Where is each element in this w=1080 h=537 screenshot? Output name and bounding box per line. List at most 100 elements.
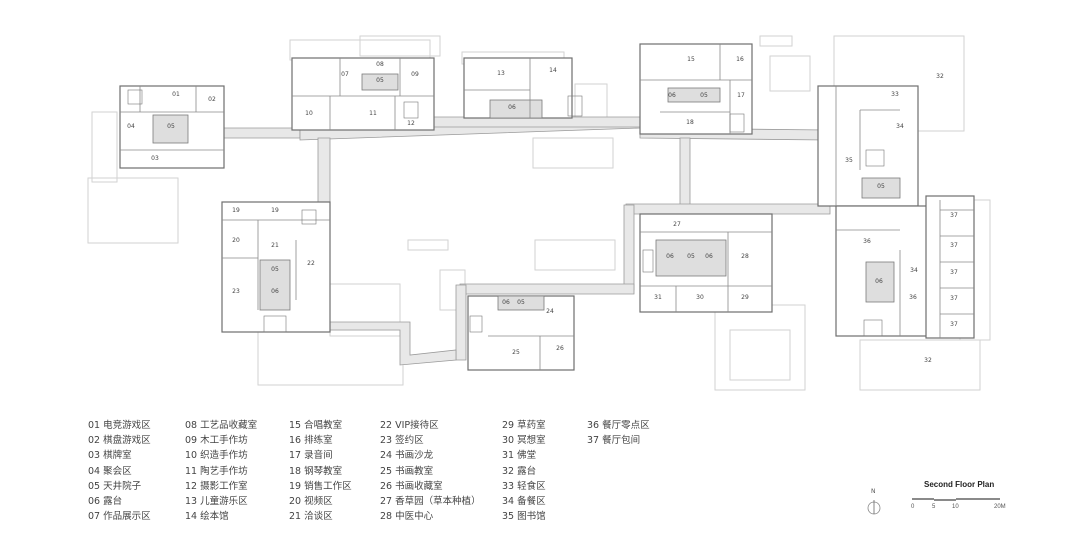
room-label: 30 <box>696 294 704 301</box>
room-label: 05 <box>376 77 384 84</box>
legend-item: 16 排练室 <box>289 435 333 447</box>
room-label: 13 <box>497 70 505 77</box>
room-label: 28 <box>741 253 749 260</box>
room-label: 23 <box>232 288 240 295</box>
room-label: 37 <box>950 242 958 249</box>
legend-item: 24 书画沙龙 <box>380 450 434 462</box>
room-label: 34 <box>910 267 918 274</box>
room-label: 05 <box>167 123 175 130</box>
legend-item: 20 视频区 <box>289 496 333 508</box>
legend-item: 30 冥想室 <box>502 435 546 447</box>
room-label: 11 <box>369 110 377 117</box>
legend-column-5: 29 草药室 30 冥想室 31 佛堂 32 露台 33 轻食区 34 备餐区 … <box>502 418 546 524</box>
room-label: 19 <box>232 207 240 214</box>
room-label: 05 <box>700 92 708 99</box>
legend-item: 13 儿童游乐区 <box>185 496 248 508</box>
legend-item: 04 聚会区 <box>88 465 132 477</box>
legend-item: 29 草药室 <box>502 420 546 431</box>
north-arrow-icon <box>867 500 881 515</box>
room-label: 29 <box>741 294 749 301</box>
legend-item: 36 餐厅零点区 <box>587 420 650 431</box>
legend-item: 11 陶艺手作坊 <box>185 465 248 477</box>
legend-item: 08 工艺品收藏室 <box>185 420 258 431</box>
room-label: 20 <box>232 237 240 244</box>
room-label: 07 <box>341 71 349 78</box>
room-label: 06 <box>271 288 279 295</box>
scale-tick: 20M <box>994 504 1006 510</box>
scale-bar <box>912 498 1000 501</box>
room-label: 08 <box>376 61 384 68</box>
room-label: 16 <box>736 56 744 63</box>
scale-tick: 10 <box>952 504 959 510</box>
room-label: 37 <box>950 269 958 276</box>
north-label: N <box>871 488 876 495</box>
legend-item: 32 露台 <box>502 465 537 477</box>
legend-item: 09 木工手作坊 <box>185 435 248 447</box>
legend-item: 25 书画教室 <box>380 465 434 477</box>
buildings <box>119 43 975 371</box>
room-label: 22 <box>307 260 315 267</box>
room-label: 32 <box>924 357 932 364</box>
room-label: 37 <box>950 212 958 219</box>
title-block: N Second Floor Plan 0 5 10 20M <box>867 478 1018 518</box>
legend-item: 26 书画收藏室 <box>380 480 443 492</box>
room-label: 26 <box>556 345 564 352</box>
legend-item: 15 合唱教室 <box>289 420 343 431</box>
legend-item: 27 香草园（草本种植） <box>380 496 481 508</box>
room-label: 06 <box>705 253 713 260</box>
room-label: 17 <box>737 92 745 99</box>
room-label: 06 <box>668 92 676 99</box>
legend-column-6: 36 餐厅零点区 37 餐厅包间 <box>587 418 650 448</box>
room-label: 25 <box>512 349 520 356</box>
room-label: 36 <box>863 238 871 245</box>
room-label: 05 <box>271 266 279 273</box>
legend-column-4: 22 VIP接待区 23 签约区 24 书画沙龙 25 书画教室 26 书画收藏… <box>380 418 481 524</box>
room-label: 10 <box>305 110 313 117</box>
legend-item: 35 图书馆 <box>502 511 546 523</box>
room-label: 12 <box>407 120 415 127</box>
room-label: 06 <box>875 278 883 285</box>
room-label: 04 <box>127 123 135 130</box>
legend-column-2: 08 工艺品收藏室 09 木工手作坊 10 织造手作坊 11 陶艺手作坊 12 … <box>185 418 257 524</box>
legend-item: 23 签约区 <box>380 435 424 447</box>
legend-item: 14 绘本馆 <box>185 511 229 523</box>
room-label: 03 <box>151 155 159 162</box>
room-label: 32 <box>936 73 944 80</box>
legend-item: 21 洽谈区 <box>289 511 333 523</box>
room-label: 37 <box>950 321 958 328</box>
room-label: 19 <box>271 207 279 214</box>
room-label: 06 <box>502 299 510 306</box>
room-label: 21 <box>271 242 279 249</box>
room-label: 14 <box>549 67 557 74</box>
room-label: 09 <box>411 71 419 78</box>
legend-item: 28 中医中心 <box>380 511 434 523</box>
legend-item: 31 佛堂 <box>502 450 537 462</box>
room-label: 18 <box>686 119 694 126</box>
room-label: 05 <box>687 253 695 260</box>
room-label: 05 <box>517 299 525 306</box>
room-label: 02 <box>208 96 216 103</box>
legend-item: 19 销售工作区 <box>289 480 352 492</box>
room-label: 31 <box>654 294 662 301</box>
legend-item: 37 餐厅包间 <box>587 435 641 447</box>
stairs <box>127 89 885 337</box>
legend-column-1: 01 电竞游戏区 02 棋盘游戏区 03 棋牌室 04 聚会区 05 天井院子 … <box>88 418 151 524</box>
room-label: 06 <box>508 104 516 111</box>
legend-item: 10 织造手作坊 <box>185 450 248 462</box>
legend-item: 07 作品展示区 <box>88 511 151 523</box>
legend-item: 12 摄影工作室 <box>185 480 248 492</box>
courtyards <box>152 73 901 311</box>
legend-item: 01 电竞游戏区 <box>88 420 151 431</box>
legend-item: 02 棋盘游戏区 <box>88 435 151 447</box>
room-label: 01 <box>172 91 180 98</box>
scale-tick: 5 <box>932 504 936 510</box>
legend-item: 33 轻食区 <box>502 480 546 492</box>
room-label: 24 <box>546 308 554 315</box>
room-label: 33 <box>891 91 899 98</box>
legend-item: 05 天井院子 <box>88 480 142 492</box>
room-label: 35 <box>845 157 853 164</box>
legend-item: 22 VIP接待区 <box>380 420 439 431</box>
room-label: 37 <box>950 295 958 302</box>
room-label: 06 <box>666 253 674 260</box>
